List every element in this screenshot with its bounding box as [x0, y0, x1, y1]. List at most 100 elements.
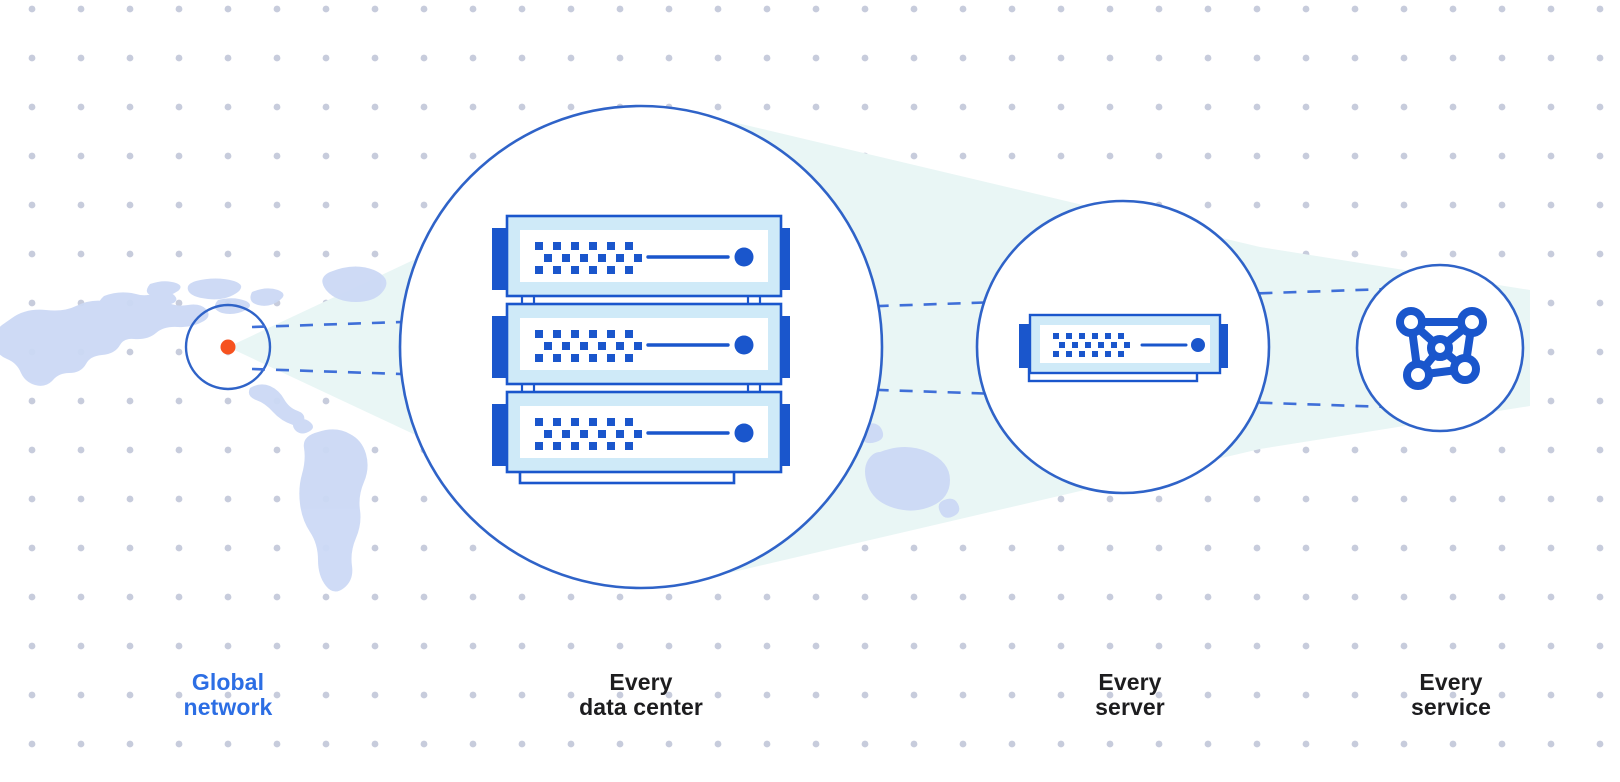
grid-dot: [77, 250, 85, 258]
grid-dot: [1253, 152, 1261, 160]
mesh-node-top-left: [1396, 307, 1426, 337]
grid-dot: [28, 201, 36, 209]
map-highlight-circle: [184, 303, 272, 391]
grid-dot: [861, 691, 869, 699]
grid-dot: [1155, 593, 1163, 601]
grid-dot: [1498, 691, 1506, 699]
grid-dot: [175, 5, 183, 13]
grid-dot: [1351, 495, 1359, 503]
grid-dot: [1400, 250, 1408, 258]
grid-dot: [322, 740, 330, 748]
map-location-marker: [220, 339, 236, 355]
grid-dot: [28, 250, 36, 258]
grid-dot: [1449, 250, 1457, 258]
grid-dot: [77, 642, 85, 650]
grid-dot: [469, 642, 477, 650]
grid-dot: [567, 103, 575, 111]
grid-dot: [567, 691, 575, 699]
grid-dot: [175, 593, 183, 601]
grid-dot: [1302, 642, 1310, 650]
grid-dot: [1057, 691, 1065, 699]
grid-dot: [812, 642, 820, 650]
caption-server: Every server: [1095, 669, 1165, 720]
grid-dot: [1204, 54, 1212, 62]
grid-dot: [959, 593, 967, 601]
grid-dot: [1498, 544, 1506, 552]
grid-dot: [616, 740, 624, 748]
grid-dot: [1596, 250, 1604, 258]
grid-dot: [1547, 642, 1555, 650]
grid-dot: [1498, 642, 1506, 650]
grid-dot: [322, 642, 330, 650]
grid-dot: [1449, 544, 1457, 552]
grid-dot: [959, 691, 967, 699]
grid-dot: [1204, 691, 1212, 699]
grid-dot: [1204, 103, 1212, 111]
grid-dot: [469, 152, 477, 160]
rack-unit-3-status-light: [734, 423, 754, 443]
grid-dot: [322, 5, 330, 13]
grid-dot: [1498, 5, 1506, 13]
mesh-node-bottom-right: [1450, 354, 1480, 384]
grid-dot: [1008, 152, 1016, 160]
grid-dot: [763, 5, 771, 13]
grid-dot: [1106, 5, 1114, 13]
grid-dot: [1204, 740, 1212, 748]
grid-dot: [28, 642, 36, 650]
grid-dot: [1400, 54, 1408, 62]
grid-dot: [1596, 299, 1604, 307]
grid-dot: [1106, 152, 1114, 160]
grid-dot: [28, 593, 36, 601]
grid-dot: [959, 740, 967, 748]
rack-unit-1-vent-matrix: [535, 242, 642, 274]
grid-dot: [1302, 740, 1310, 748]
grid-dot: [28, 397, 36, 405]
grid-dot: [1302, 152, 1310, 160]
mesh-network-icon: [1396, 307, 1487, 390]
grid-dot: [1547, 397, 1555, 405]
grid-dot: [28, 495, 36, 503]
grid-dot: [1547, 740, 1555, 748]
grid-dot: [126, 54, 134, 62]
grid-dot: [224, 544, 232, 552]
grid-dot: [322, 201, 330, 209]
caption-data-center: Every data center: [579, 669, 703, 720]
grid-dot: [420, 642, 428, 650]
grid-dot: [1400, 544, 1408, 552]
grid-dot: [371, 544, 379, 552]
grid-dot: [861, 5, 869, 13]
grid-dot: [1498, 201, 1506, 209]
grid-dot: [1302, 691, 1310, 699]
grid-dot: [1547, 446, 1555, 454]
grid-dot: [910, 691, 918, 699]
grid-dot: [1498, 103, 1506, 111]
grid-dot: [1351, 544, 1359, 552]
grid-dot: [175, 740, 183, 748]
grid-dot: [1547, 152, 1555, 160]
grid-dot: [1547, 103, 1555, 111]
grid-dot: [420, 103, 428, 111]
grid-dot: [1253, 103, 1261, 111]
grid-dot: [1008, 544, 1016, 552]
grid-dot: [910, 642, 918, 650]
grid-dot: [1155, 5, 1163, 13]
grid-dot: [322, 54, 330, 62]
grid-dot: [126, 103, 134, 111]
grid-dot: [665, 593, 673, 601]
grid-dot: [126, 593, 134, 601]
grid-dot: [1057, 103, 1065, 111]
grid-dot: [1351, 446, 1359, 454]
grid-dot: [273, 5, 281, 13]
grid-dot: [77, 544, 85, 552]
grid-dot: [665, 642, 673, 650]
grid-dot: [1057, 495, 1065, 503]
grid-dot: [1596, 691, 1604, 699]
grid-dot: [28, 740, 36, 748]
grid-dot: [371, 642, 379, 650]
grid-dot: [518, 103, 526, 111]
grid-dot: [175, 446, 183, 454]
grid-dot: [1351, 152, 1359, 160]
grid-dot: [1204, 152, 1212, 160]
grid-dot: [1057, 54, 1065, 62]
grid-dot: [665, 54, 673, 62]
